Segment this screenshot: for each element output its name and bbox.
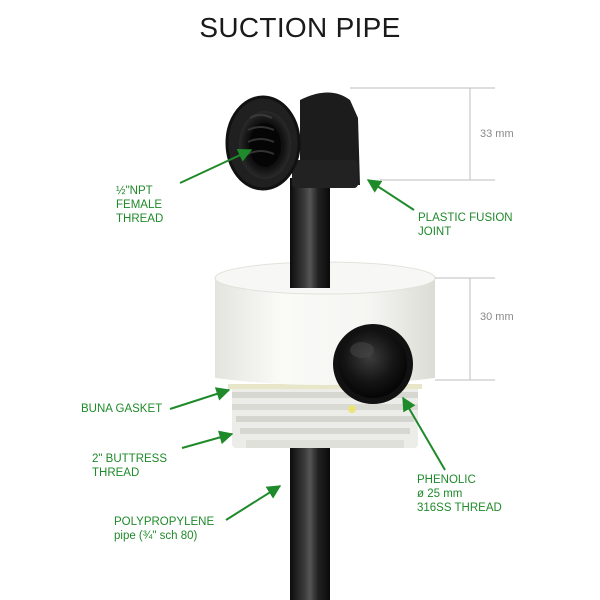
label-plastic-fusion-joint: PLASTIC FUSION JOINT (418, 212, 513, 238)
label-buna-gasket: BUNA GASKET (81, 403, 163, 415)
dimension-middle: 30 mm (480, 311, 514, 323)
label-phenolic: PHENOLIC ø 25 mm 316SS THREAD (417, 474, 502, 514)
label-polypropylene-pipe: POLYPROPYLENE pipe (¾" sch 80) (114, 516, 215, 542)
label-npt-thread: ½"NPT FEMALE THREAD (116, 185, 164, 225)
phenolic-arrow (402, 396, 446, 471)
npt-arrow (179, 148, 253, 184)
dimension-top: 33 mm (480, 128, 514, 140)
label-buttress-thread: 2" BUTTRESS THREAD (92, 453, 168, 479)
buttress-arrow (181, 430, 234, 449)
page-title: SUCTION PIPE (199, 12, 401, 43)
lower-pipe (290, 445, 330, 600)
polypropylene-arrow (225, 485, 282, 521)
buna-gasket (228, 384, 422, 389)
elbow-fitting (225, 92, 360, 191)
dimension-lines (350, 87, 495, 381)
gasket-arrow (169, 387, 231, 410)
fusion-arrow (366, 179, 415, 211)
phenolic-knob (333, 324, 413, 404)
upper-pipe (290, 178, 330, 288)
